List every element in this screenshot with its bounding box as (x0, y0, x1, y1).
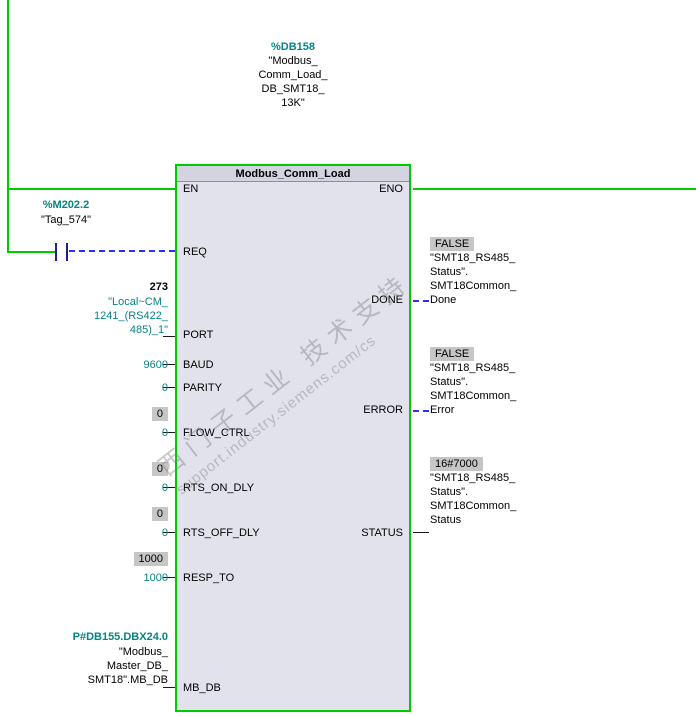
rts-off-dly-monitor-box: 0 (151, 507, 168, 521)
pin-status: STATUS (361, 527, 403, 539)
contact-left-bar[interactable] (55, 243, 57, 261)
instance-db-name-line: "Modbus_ (268, 55, 318, 67)
wire-en (7, 188, 175, 190)
status-operand[interactable]: 16#7000 "SMT18_RS485_ Status". SMT18Comm… (430, 457, 580, 527)
rts-off-dly-monitor: 0 (15, 507, 168, 521)
modbus-comm-load-block[interactable]: Modbus_Comm_Load EN ENO REQ PORT BAUD PA… (175, 164, 411, 712)
error-operand-line[interactable]: "SMT18_RS485_ (430, 362, 516, 374)
pin-mb-db: MB_DB (183, 682, 221, 694)
conn-mb-db (163, 687, 175, 688)
instance-db-address[interactable]: %DB158 (270, 41, 316, 53)
done-operand-line[interactable]: "SMT18_RS485_ (430, 252, 516, 264)
pin-flow-ctrl: FLOW_CTRL (183, 427, 250, 439)
pin-resp-to: RESP_TO (183, 572, 235, 584)
port-operand-line[interactable]: 485)_1" (129, 324, 168, 336)
pin-done: DONE (371, 294, 403, 306)
conn-rts-on-dly (163, 487, 175, 488)
error-operand-line[interactable]: Error (430, 404, 455, 416)
status-operand-line[interactable]: "SMT18_RS485_ (430, 472, 516, 484)
wire-req-false (69, 250, 175, 252)
flow-ctrl-monitor-box: 0 (151, 407, 168, 421)
resp-to-monitor: 1000 (15, 552, 168, 566)
resp-to-value[interactable]: 1000 (143, 572, 168, 584)
req-contact-address[interactable]: %M202.2 (42, 199, 90, 211)
power-rail-vertical (7, 0, 9, 253)
instance-db-name-line: 13K" (281, 97, 305, 109)
conn-flow-ctrl (163, 432, 175, 433)
status-operand-line[interactable]: SMT18Common_ (430, 500, 517, 512)
mb-db-operand-line[interactable]: Master_DB_ (106, 660, 168, 672)
pin-en: EN (183, 183, 199, 195)
pin-port: PORT (183, 329, 214, 341)
port-monitor-value: 273 (149, 281, 168, 293)
done-operand-line[interactable]: SMT18Common_ (430, 280, 517, 292)
block-title[interactable]: Modbus_Comm_Load (177, 166, 409, 182)
mb-db-operand-line[interactable]: "Modbus_ (118, 646, 168, 658)
instance-db-name-line: DB_SMT18_ (261, 83, 325, 95)
mb-db-address[interactable]: P#DB155.DBX24.0 (72, 631, 168, 643)
error-operand[interactable]: FALSE "SMT18_RS485_ Status". SMT18Common… (430, 347, 580, 417)
done-operand-line[interactable]: Status". (430, 266, 469, 278)
instance-db-name-line: Comm_Load_ (258, 69, 328, 81)
pin-error: ERROR (363, 404, 403, 416)
pin-baud: BAUD (183, 359, 214, 371)
error-monitor-box: FALSE (430, 347, 475, 361)
pin-eno: ENO (379, 183, 403, 195)
port-operand-line[interactable]: "Local~CM_ (108, 296, 168, 308)
conn-resp-to (163, 577, 175, 578)
wire-error-false (413, 410, 429, 412)
port-operand-line[interactable]: 1241_(RS422_ (93, 310, 168, 322)
rts-on-dly-monitor-box: 0 (151, 462, 168, 476)
pin-rts-on-dly: RTS_ON_DLY (183, 482, 255, 494)
conn-baud (163, 364, 175, 365)
baud-value[interactable]: 9600 (143, 359, 168, 371)
wire-done-false (413, 300, 429, 302)
req-contact-tag-name[interactable]: "Tag_574" (40, 214, 91, 226)
status-operand-line[interactable]: Status (430, 514, 462, 526)
pin-rts-off-dly: RTS_OFF_DLY (183, 527, 260, 539)
wire-req-powered (7, 251, 55, 253)
rts-on-dly-monitor: 0 (15, 462, 168, 476)
parity-value[interactable]: 0 (161, 382, 168, 394)
conn-status (413, 532, 429, 533)
conn-parity (163, 387, 175, 388)
error-operand-line[interactable]: SMT18Common_ (430, 390, 517, 402)
flow-ctrl-value[interactable]: 0 (161, 427, 168, 439)
status-operand-line[interactable]: Status". (430, 486, 469, 498)
pin-parity: PARITY (183, 382, 222, 394)
conn-port (163, 336, 175, 337)
conn-rts-off-dly (163, 532, 175, 533)
instance-db-label[interactable]: %DB158 "Modbus_ Comm_Load_ DB_SMT18_ 13K… (175, 40, 411, 110)
resp-to-monitor-box: 1000 (133, 552, 168, 566)
error-operand-line[interactable]: Status". (430, 376, 469, 388)
rts-on-dly-value[interactable]: 0 (161, 482, 168, 494)
pin-req: REQ (183, 246, 207, 258)
wire-eno (413, 188, 696, 190)
done-operand[interactable]: FALSE "SMT18_RS485_ Status". SMT18Common… (430, 237, 580, 307)
done-monitor-box: FALSE (430, 237, 475, 251)
flow-ctrl-monitor: 0 (15, 407, 168, 421)
contact-right-bar[interactable] (66, 243, 68, 261)
mb-db-operand-line[interactable]: SMT18".MB_DB (87, 674, 168, 686)
status-monitor-box: 16#7000 (430, 457, 483, 471)
rts-off-dly-value[interactable]: 0 (161, 527, 168, 539)
done-operand-line[interactable]: Done (430, 294, 457, 306)
